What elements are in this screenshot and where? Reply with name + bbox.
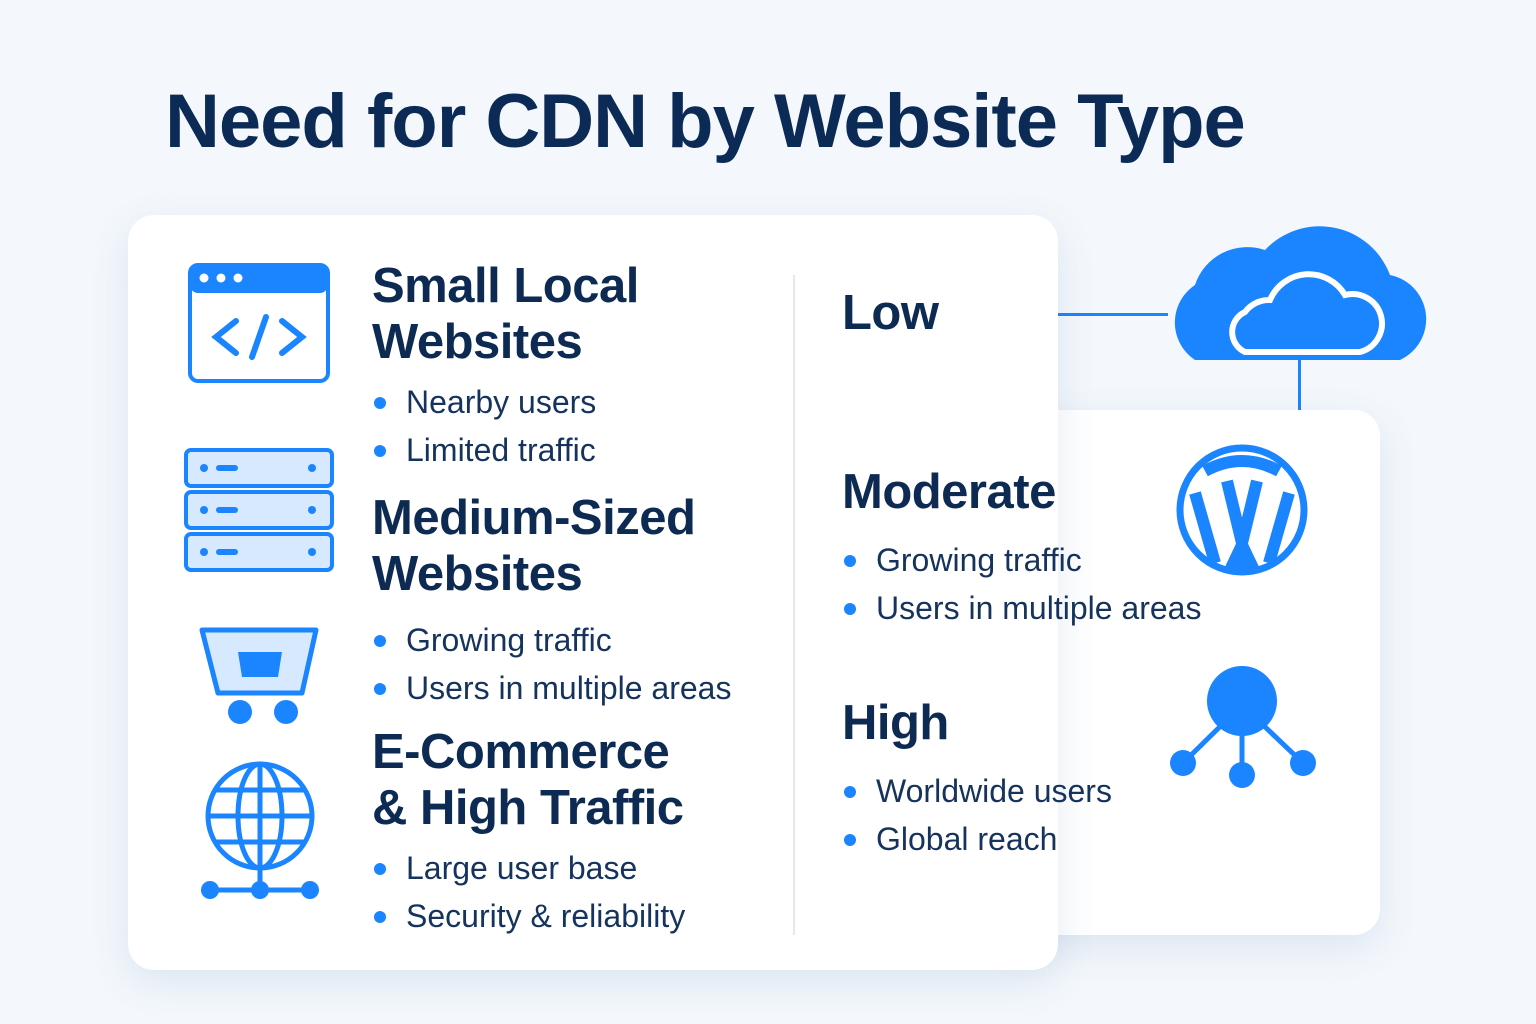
need-level-moderate: Moderate Growing traffic Users in multip… [842,464,1262,632]
divider [793,275,795,935]
need-level-heading: Moderate [842,465,1056,519]
bullet-item: Users in multiple areas [842,584,1262,632]
website-type-heading: Small Local Websites [372,259,639,369]
page-title: Need for CDN by Website Type [165,79,1246,164]
bullet-item: Security & reliability [372,892,772,940]
bullet-item: Nearby users [372,378,772,426]
website-type-small: Small Local Websites Nearby users Limite… [372,258,772,474]
need-level-heading: High [842,696,949,750]
need-level-high: High Worldwide users Global reach [842,695,1242,863]
globe-network-icon [201,761,319,899]
website-type-ecommerce: E-Commerce & High Traffic Large user bas… [372,724,772,940]
wordpress-globe-icon [1176,444,1308,576]
bullet-item: Users in multiple areas [372,664,792,712]
bullet-item: Worldwide users [842,767,1242,815]
network-hub-icon [1170,666,1316,788]
bullet-item: Growing traffic [372,616,792,664]
website-type-heading: E-Commerce & High Traffic [372,725,684,835]
code-window-icon [188,263,330,383]
bullet-item: Limited traffic [372,426,772,474]
right-card [1000,410,1380,935]
website-type-medium: Medium-Sized Websites Growing traffic Us… [372,490,792,712]
bullet-item: Growing traffic [842,536,1262,584]
connector-line [1058,313,1168,316]
bullet-item: Global reach [842,815,1242,863]
shopping-cart-icon [199,627,319,724]
cloud-icon [1174,226,1427,360]
connector-line [1298,355,1301,415]
bullet-item: Large user base [372,844,772,892]
website-type-heading: Medium-Sized Websites [372,491,696,601]
server-stack-icon [184,448,334,572]
need-level-low: Low [842,286,939,340]
